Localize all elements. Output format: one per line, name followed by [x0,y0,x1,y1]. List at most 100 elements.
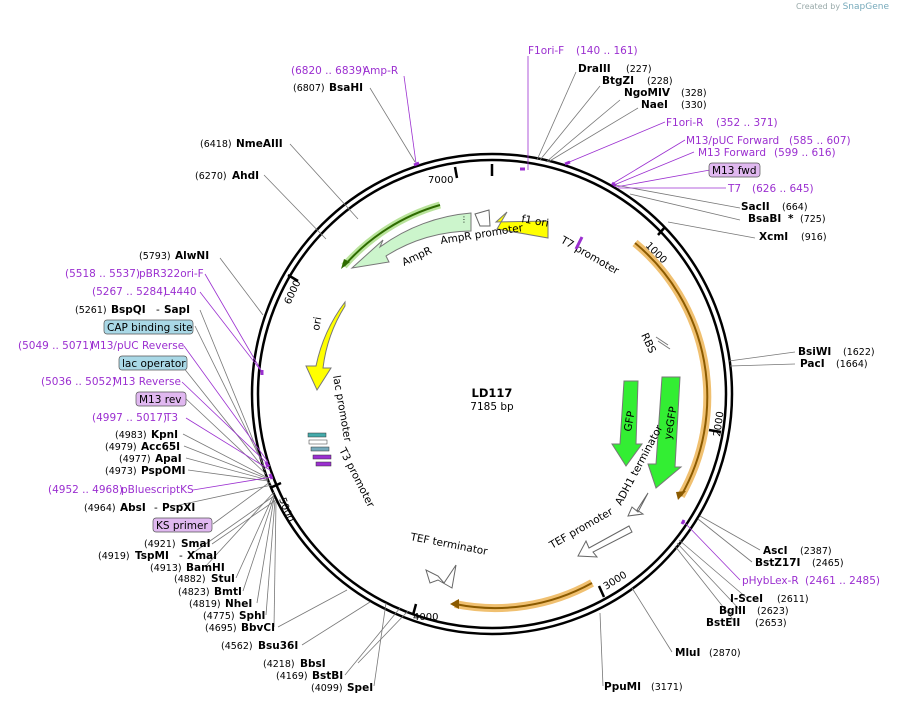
amp-r-range: (6820 .. 6839) [291,65,366,77]
ngomiv-name: NgoMIV [624,87,671,99]
alwni-name: AlwNI [175,250,209,262]
bmti-pos: (4823) [178,587,210,598]
t3-name: T3 [164,412,178,424]
backbone-outer [250,152,734,636]
ampr-promoter-arrow [474,209,491,227]
backbone-inner [256,158,728,630]
m13puc-rev-name: M13/pUC Reverse [91,340,184,352]
asci-name: AscI [763,545,788,557]
t7-marker [574,236,584,250]
bsabi-pos: (725) [800,214,826,225]
amp-r-name: Amp-R [363,65,398,77]
nmeaiii-name: NmeAIII [236,138,283,150]
ampr-arrow [350,212,472,269]
cap-binding-site-box [103,319,194,335]
bstbi-pos: (4169) [276,671,308,682]
ahdi-name: AhdI [232,170,259,182]
bglii-pos: (2623) [757,606,789,617]
bsabi-star: * [788,213,794,225]
ngomiv-pos: (328) [681,88,707,99]
l4440-name: L4440 [164,286,197,298]
lac-operator-mark [310,446,330,452]
bstbi-name: BstBI [312,670,343,682]
bsteii-pos: (2653) [755,618,787,629]
bstz17i-pos: (2465) [812,558,844,569]
paci-name: PacI [800,358,825,370]
leader-lines [174,71,796,687]
bsahi-name: BsaHI [329,82,363,94]
bspqi-name: BspQI [111,304,146,316]
gfp-label: GFP [622,410,637,432]
ks-primer-label: KS primer [156,520,208,532]
m13-rev-box [135,391,187,407]
f1-ori-label: f1 ori [520,213,549,230]
bsu36i-pos: (4562) [221,641,253,652]
t7-name: T7 [727,183,741,195]
absi-sep: - [154,502,158,514]
pbr322-range: (5518 .. 5537) [65,268,140,280]
bamhi-pos: (4913) [150,563,182,574]
primer-leader-lines [181,56,741,581]
draiii-pos: (227) [626,64,652,75]
pbr322-name: pBR322ori-F [139,268,204,280]
m13-rev-mark [312,454,332,460]
m13puc-rev-range: (5049 .. 5071) [18,340,93,352]
xcmi-name: XcmI [759,231,788,243]
apai-name: ApaI [155,453,182,465]
cap-binding-site-label: CAP binding site [107,322,193,334]
pbluescriptks-name: pBluescriptKS [121,484,194,496]
ori-label: ori [310,316,324,332]
bbvci-pos: (4695) [205,623,237,634]
phyblex-range: (2461 .. 2485) [805,575,880,587]
ampr-dots: ⋮ [460,215,468,224]
bbvci-name: BbvCI [241,622,275,634]
pbluescriptks-range: (4952 .. 4968) [48,484,123,496]
yegfp-arrow [647,376,683,489]
lac-promoter-label: lac promoter [330,374,354,443]
snapgene-brand: Created by SnapGene [796,2,889,12]
m13-forward-range: (599 .. 616) [774,147,836,159]
bsiwi-name: BsiWI [798,346,831,358]
ahdi-pos: (6270) [195,171,227,182]
tef-promoter-arrow [577,525,633,558]
mlui-pos: (2870) [709,648,741,659]
tspmi-sep: - [179,550,183,562]
acc65i-pos: (4979) [105,442,137,453]
bsabi-name: BsaBI [748,213,781,225]
ampr-orf-arc [343,204,441,267]
ppumi-pos: (3171) [651,682,683,693]
brand-created-by: Created by [796,2,841,11]
m13-fwd-label: M13 fwd [712,165,757,177]
smai-name: SmaI [181,538,211,550]
kpni-pos: (4983) [115,430,147,441]
nhei-name: NheI [225,598,252,610]
lac-operator-box [118,355,188,371]
btgzi-pos: (228) [647,76,673,87]
m13-fwd-box [708,162,761,178]
t3-promoter-label: T3 promoter [336,445,377,510]
orf-arc-1-arrowhead [676,491,686,500]
bspqi-sep: - [156,304,160,316]
pspxi-name: PspXI [162,502,195,514]
absi-pos: (4964) [84,503,116,514]
orf-arc-2-glow [454,579,594,613]
i-scei-name: I-SceI [730,593,763,605]
sapi-name: SapI [164,304,190,316]
rbs-mark-2 [657,340,671,350]
tick-4000: 4000 [413,612,438,623]
acc65i-name: Acc65I [141,441,180,453]
ampr-orf-arrowhead [341,259,350,269]
yegfp-label: yeGFP [662,406,680,441]
bbsi-pos: (4218) [263,659,295,670]
nhei-pos: (4819) [189,599,221,610]
m13-rev-label: M13 rev [139,394,182,406]
alwni-pos: (5793) [139,251,171,262]
bstz17i-name: BstZ17I [755,557,800,569]
bsu36i-name: Bsu36I [258,640,298,652]
orf-arc-2 [454,582,593,610]
plasmid-name: LD117 [472,386,513,400]
bmti-name: BmtI [214,586,242,598]
t3-range: (4997 .. 5017) [92,412,167,424]
sacii-name: SacII [741,201,770,213]
